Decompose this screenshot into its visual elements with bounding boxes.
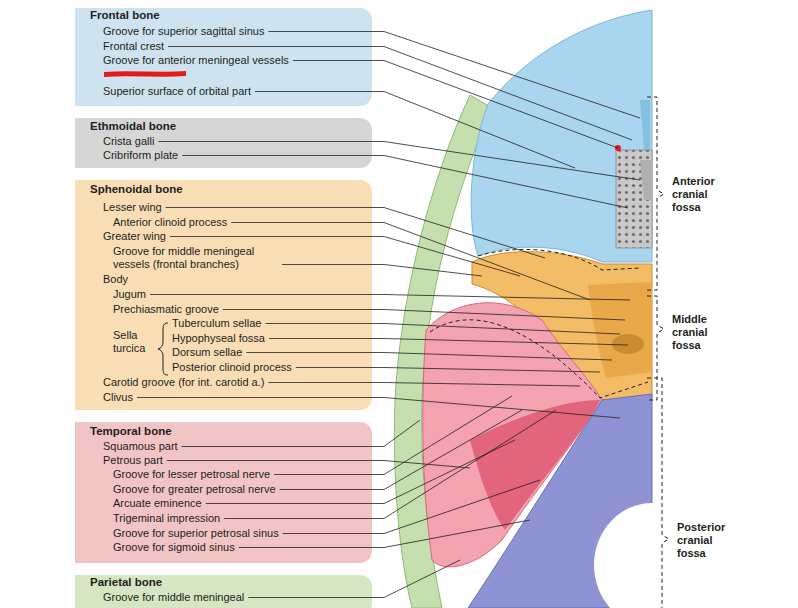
structure-label: Groove for superior sagittal sinus [103,25,264,38]
leader-line [168,47,632,141]
leader-line [166,208,545,259]
frontal-region [471,10,652,262]
fossa-label: Middle cranial fossa [672,313,730,352]
leader-line [282,265,482,277]
bone-heading: Parietal bone [90,576,162,589]
structure-label: Carotid groove (for int. carotid a.) [103,376,264,389]
fossa-boundary [430,320,648,398]
bone-heading: Ethmoidal bone [90,120,176,133]
fossa-bracket [647,296,664,400]
structure-label: Groove for sigmoid sinus [113,541,235,554]
structure-label: Tuberculum sellae [172,317,261,330]
leader-line [255,92,575,169]
hypophyseal-fossa [612,334,644,354]
structure-label: Sella turcica [113,329,151,355]
ethmoid-region [616,150,652,248]
structure-label: Petrous part [103,454,163,467]
structure-label: Prechiasmatic groove [113,303,219,316]
bone-group-box: Temporal boneSquamous partPetrous partGr… [75,422,372,563]
bone-heading: Frontal bone [90,9,160,22]
bone-group-box: Sphenoidal boneLesser wingAnterior clino… [75,180,372,410]
structure-label: Anterior clinoid process [113,216,227,229]
leader-line [182,156,628,209]
fossa-bracket [647,97,664,290]
leader-line [280,410,522,490]
leader-line [296,368,600,373]
structure-label: Hypophyseal fossa [172,332,265,345]
fossa-label: Anterior cranial fossa [672,175,730,214]
leader-line [268,383,580,387]
leader-line [224,410,556,519]
leader-line [266,324,621,335]
structure-label: Greater wing [103,230,166,243]
leader-line [293,61,618,149]
leader-line [182,420,420,447]
structure-label: Crista galli [103,135,154,148]
structure-label: Frontal crest [103,40,164,53]
structure-label: Posterior clinoid process [172,361,292,374]
structure-label: Dorsum sellae [172,346,242,359]
structure-label: Cribriform plate [103,149,178,162]
highlight-mark [104,71,186,77]
structure-label: Trigeminal impression [113,512,220,525]
leader-line [223,310,625,321]
structure-label: Groove for middle meningeal vessels (fro… [113,245,278,271]
leader-line [239,520,530,548]
bone-heading: Temporal bone [90,425,172,438]
leader-line [167,461,470,469]
fossa-label: Posterior cranial fossa [677,521,735,560]
structure-label: Jugum [113,288,146,301]
sphenoid-body [588,282,652,378]
structure-label: Groove for lesser petrosal nerve [113,468,270,481]
crista-galli [640,160,652,200]
sella-brace [158,323,168,375]
leader-line [248,560,460,598]
leader-line [268,32,640,119]
leader-line [170,237,520,277]
structure-label: Groove for middle meningeal [103,591,244,604]
leader-line [150,295,630,301]
structure-label: Body [103,273,128,286]
leader-line [206,440,515,504]
structure-label: Groove for greater petrosal nerve [113,483,276,496]
bone-group-box: Parietal boneGroove for middle meningeal [75,575,372,608]
leader-line [246,353,612,361]
leader-line [269,339,628,346]
fossa-bracket [647,378,669,608]
structure-label: Clivus [103,391,133,404]
structure-label: Groove for anterior meningeal vessels [103,54,289,67]
leader-line [274,396,512,475]
structure-label: Arcuate eminence [113,497,202,510]
structure-label: Lesser wing [103,201,162,214]
structure-label: Groove for superior petrosal sinus [113,527,279,540]
structure-label: Superior surface of orbital part [103,85,251,98]
frontal-crest [640,100,650,150]
leader-line [158,142,640,181]
leader-line [231,223,590,301]
structure-label: Squamous part [103,440,178,453]
bone-group-box: Ethmoidal boneCrista galliCribriform pla… [75,118,372,168]
bone-heading: Sphenoidal bone [90,183,183,196]
